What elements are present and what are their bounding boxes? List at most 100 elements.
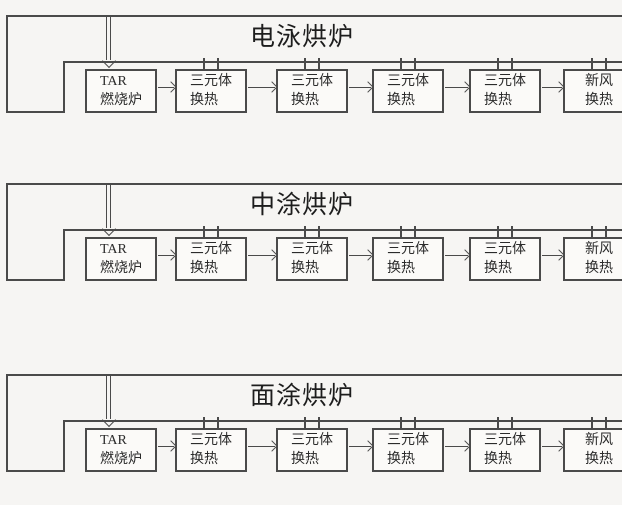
heat-exchanger-box-3: 三元体换热 bbox=[372, 428, 444, 472]
oven-title: 电泳烘炉 bbox=[249, 24, 354, 51]
down-arrow-icon bbox=[101, 53, 117, 69]
heat-exchanger-box-1: 三元体换热 bbox=[175, 69, 247, 113]
box-label-line2: 换热 bbox=[291, 452, 319, 467]
feed-line bbox=[106, 17, 108, 60]
box-label-line2: 换热 bbox=[484, 261, 512, 276]
flow-arrow bbox=[248, 446, 275, 447]
box-label-line2: 换热 bbox=[190, 261, 218, 276]
down-arrow-icon bbox=[101, 221, 117, 237]
connector-tick bbox=[203, 417, 205, 428]
connector-tick bbox=[400, 58, 402, 69]
down-arrow-icon bbox=[101, 412, 117, 428]
connector-tick bbox=[217, 226, 219, 237]
heat-exchanger-box-1: 三元体换热 bbox=[175, 428, 247, 472]
connector-tick bbox=[400, 417, 402, 428]
box-label-line1: TAR bbox=[100, 74, 127, 89]
heat-exchanger-box-3: 三元体换热 bbox=[372, 69, 444, 113]
oven-outline-top bbox=[6, 15, 622, 17]
connector-tick bbox=[304, 58, 306, 69]
connector-tick bbox=[591, 58, 593, 69]
flow-arrow bbox=[445, 87, 468, 88]
box-label-line2: 换热 bbox=[387, 261, 415, 276]
fresh-air-heat-exchanger-box: 新风换热 bbox=[563, 428, 622, 472]
feed-line bbox=[110, 376, 112, 419]
return-duct-box bbox=[6, 374, 65, 472]
duct-edge bbox=[63, 229, 65, 281]
feed-line bbox=[106, 185, 108, 228]
flow-arrow bbox=[349, 446, 371, 447]
oven-outline-top bbox=[6, 374, 622, 376]
box-label-line1: 三元体 bbox=[387, 433, 429, 448]
feed-line bbox=[106, 376, 108, 419]
heat-exchanger-box-3: 三元体换热 bbox=[372, 237, 444, 281]
fresh-air-heat-exchanger-box: 新风换热 bbox=[563, 237, 622, 281]
box-label-line1: TAR bbox=[100, 242, 127, 257]
heat-exchanger-box-2: 三元体换热 bbox=[276, 237, 348, 281]
oven-outline-bottom bbox=[64, 420, 622, 422]
box-label-line2: 换热 bbox=[484, 452, 512, 467]
heat-exchanger-box-4: 三元体换热 bbox=[469, 69, 541, 113]
box-label-line1: 三元体 bbox=[291, 433, 333, 448]
return-duct-box bbox=[6, 183, 65, 281]
flow-arrow bbox=[542, 87, 562, 88]
connector-tick bbox=[318, 417, 320, 428]
feed-line bbox=[110, 185, 112, 228]
oven-outline-top bbox=[6, 183, 622, 185]
connector-tick bbox=[511, 417, 513, 428]
flow-arrow bbox=[542, 446, 562, 447]
flow-arrow bbox=[158, 255, 174, 256]
box-label-line1: 三元体 bbox=[484, 74, 526, 89]
connector-tick bbox=[497, 58, 499, 69]
flow-arrow bbox=[349, 255, 371, 256]
box-label-line2: 换热 bbox=[585, 261, 613, 276]
connector-tick bbox=[497, 226, 499, 237]
flow-arrow bbox=[158, 446, 174, 447]
box-label-line1: 三元体 bbox=[387, 74, 429, 89]
connector-tick bbox=[414, 417, 416, 428]
fresh-air-heat-exchanger-box: 新风换热 bbox=[563, 69, 622, 113]
flow-arrow bbox=[158, 87, 174, 88]
box-label-line2: 燃烧炉 bbox=[100, 452, 142, 467]
box-label-line2: 换热 bbox=[585, 452, 613, 467]
connector-tick bbox=[511, 58, 513, 69]
box-label-line2: 换热 bbox=[291, 93, 319, 108]
connector-tick bbox=[304, 226, 306, 237]
box-label-line1: 三元体 bbox=[291, 74, 333, 89]
heat-exchanger-box-4: 三元体换热 bbox=[469, 428, 541, 472]
box-label-line2: 换热 bbox=[190, 93, 218, 108]
box-label-line2: 燃烧炉 bbox=[100, 93, 142, 108]
box-label-line2: 换热 bbox=[387, 452, 415, 467]
box-label-line1: 三元体 bbox=[484, 242, 526, 257]
box-label-line1: 三元体 bbox=[190, 433, 232, 448]
box-label-line2: 换热 bbox=[291, 261, 319, 276]
connector-tick bbox=[414, 58, 416, 69]
box-label-line1: 三元体 bbox=[190, 242, 232, 257]
flow-arrow bbox=[248, 87, 275, 88]
connector-tick bbox=[318, 226, 320, 237]
flow-arrow bbox=[445, 255, 468, 256]
flow-arrow bbox=[542, 255, 562, 256]
flow-arrow bbox=[445, 446, 468, 447]
connector-tick bbox=[203, 58, 205, 69]
flow-arrow bbox=[349, 87, 371, 88]
box-label-line2: 换热 bbox=[484, 93, 512, 108]
connector-tick bbox=[591, 226, 593, 237]
feed-line bbox=[110, 17, 112, 60]
oven-outline-bottom bbox=[64, 61, 622, 63]
connector-tick bbox=[203, 226, 205, 237]
connector-tick bbox=[591, 417, 593, 428]
box-label-line1: 新风 bbox=[585, 242, 613, 257]
oven-outline-bottom bbox=[64, 229, 622, 231]
heat-exchanger-box-4: 三元体换热 bbox=[469, 237, 541, 281]
box-label-line1: 三元体 bbox=[190, 74, 232, 89]
duct-edge bbox=[63, 61, 65, 113]
oven-title: 中涂烘炉 bbox=[249, 192, 354, 219]
box-label-line2: 换热 bbox=[190, 452, 218, 467]
connector-tick bbox=[605, 58, 607, 69]
